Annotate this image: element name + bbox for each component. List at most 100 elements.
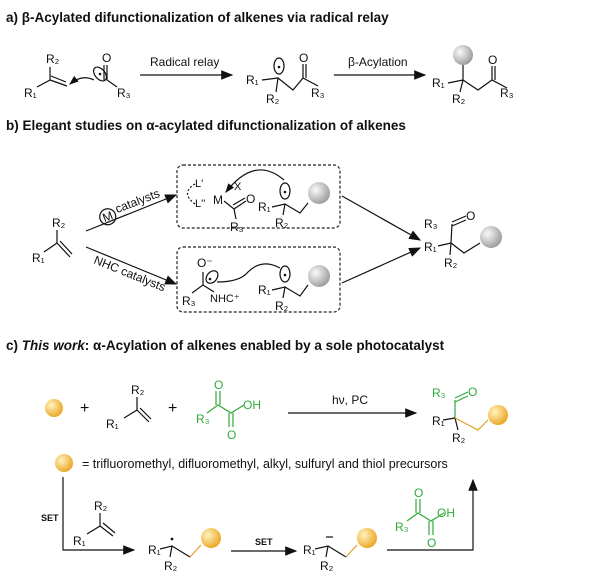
section-a-title: a) β-Acylated difunctionalization of alk… xyxy=(6,10,389,25)
svg-text:R₂: R₂ xyxy=(452,431,466,445)
svg-text:R₃: R₃ xyxy=(395,520,409,534)
svg-text:R₁: R₁ xyxy=(432,414,445,428)
svg-text:NHC⁺: NHC⁺ xyxy=(210,293,240,305)
svg-text:O: O xyxy=(414,486,423,500)
svg-text:+: + xyxy=(80,400,89,417)
keto-acid-2: O OH R₃ O xyxy=(395,486,455,550)
svg-text:R₃: R₃ xyxy=(117,86,131,100)
svg-text:R₁: R₁ xyxy=(24,86,37,100)
gray-sphere-icon xyxy=(308,265,330,287)
gray-sphere-icon xyxy=(453,45,473,65)
alpha-acylated-product-b: R₃ O R₁ R₂ xyxy=(424,209,502,270)
svg-text:catalysts: catalysts xyxy=(113,186,162,216)
svg-text:X: X xyxy=(234,181,242,193)
carbanion-intermediate: R₁ R₂ xyxy=(303,528,377,573)
svg-text:R₁: R₁ xyxy=(73,534,86,548)
metal-circle-icon xyxy=(99,208,117,226)
svg-text:R₂: R₂ xyxy=(320,559,334,573)
svg-text:R₃: R₃ xyxy=(432,386,446,400)
svg-text:O: O xyxy=(488,53,497,67)
nhc-catalysis-arrow xyxy=(85,246,178,285)
metal-catalysts-label: M catalysts xyxy=(99,186,162,226)
nhc-catalysts-label: NHC catalysts xyxy=(92,253,168,294)
svg-text:R₃: R₃ xyxy=(424,217,438,231)
svg-text:O: O xyxy=(468,385,477,399)
alkene-b: R₂ R₁ xyxy=(32,216,73,265)
svg-text:O: O xyxy=(214,378,223,392)
gray-sphere-icon xyxy=(480,226,502,248)
svg-text:O: O xyxy=(466,209,475,223)
svg-text:R₃: R₃ xyxy=(182,294,196,308)
svg-text:R₁: R₁ xyxy=(424,240,437,254)
svg-text:O⁻: O⁻ xyxy=(197,256,213,270)
nhc-intermediate-box xyxy=(176,246,341,313)
set-path-arrow xyxy=(62,477,136,555)
svg-text:R₁: R₁ xyxy=(432,76,445,90)
alpha-acylated-product-c: R₃ O R₁ R₂ xyxy=(432,385,508,445)
yellow-sphere-icon xyxy=(201,528,221,548)
beta-acylation-label: β-Acylation xyxy=(348,55,408,69)
precursor-legend: = trifluoromethyl, difluoromethyl, alkyl… xyxy=(82,457,448,471)
svg-text:R₁: R₁ xyxy=(258,200,271,214)
svg-text:OH: OH xyxy=(437,506,455,520)
svg-text:R₁: R₁ xyxy=(303,543,316,557)
svg-text:SET: SET xyxy=(41,513,59,523)
svg-text:O: O xyxy=(427,536,436,550)
yellow-sphere-icon xyxy=(357,528,377,548)
svg-text:+: + xyxy=(168,400,177,417)
svg-text:O: O xyxy=(299,51,308,65)
svg-text:R₁: R₁ xyxy=(258,283,271,297)
radical-relay-label: Radical relay xyxy=(150,55,219,69)
svg-text:OH: OH xyxy=(243,398,261,412)
svg-text:O: O xyxy=(227,428,236,442)
legend-sphere-icon xyxy=(55,454,73,472)
alkene-a: R₂ R₁ xyxy=(24,52,68,100)
keto-acid: O OH R₃ O xyxy=(196,378,261,442)
section-b-title: b) Elegant studies on α-acylated difunct… xyxy=(6,118,406,133)
svg-text:R₁: R₁ xyxy=(246,73,259,87)
return-to-product-arrow xyxy=(387,478,478,551)
acyl-radical: O R₃ xyxy=(69,51,131,100)
svg-text:R₂: R₂ xyxy=(52,216,66,230)
alkene-c: R₂ R₁ xyxy=(106,383,152,431)
svg-text:M: M xyxy=(101,208,115,225)
upper-to-product-arrow xyxy=(341,195,422,241)
svg-text:R₂: R₂ xyxy=(275,299,289,313)
svg-text:R₂: R₂ xyxy=(444,256,458,270)
svg-text:L'': L'' xyxy=(195,198,205,210)
metal-catalysis-arrow xyxy=(85,194,178,232)
alkyl-radical-intermediate: R₁ R₂ xyxy=(148,528,221,573)
metal-intermediate: L' L'' M X O R₃ R₁ R₂ xyxy=(186,169,330,234)
svg-text:R₂: R₂ xyxy=(46,52,60,66)
svg-text:R₃: R₃ xyxy=(500,86,514,100)
svg-text:R₂: R₂ xyxy=(164,559,178,573)
svg-text:O: O xyxy=(246,192,255,206)
svg-text:R₃: R₃ xyxy=(230,220,244,234)
radical-intermediate-a: R₁ R₂ O R₃ xyxy=(246,51,325,106)
svg-text:R₂: R₂ xyxy=(94,499,108,513)
svg-text:R₂: R₂ xyxy=(275,216,289,230)
gray-sphere-icon xyxy=(308,182,330,204)
metal-intermediate-box xyxy=(176,164,341,229)
photocatalysis-label: hν, PC xyxy=(332,393,368,407)
lower-to-product-arrow xyxy=(341,247,422,284)
svg-text:SET: SET xyxy=(255,537,273,547)
nhc-intermediate: O⁻ R₃ NHC⁺ R₁ R₂ xyxy=(182,256,330,313)
section-c-title: c) This work: α-Acylation of alkenes ena… xyxy=(6,338,445,353)
svg-text:O: O xyxy=(102,51,111,65)
radical-precursor-sphere-icon xyxy=(45,399,63,417)
svg-text:R₂: R₂ xyxy=(131,383,145,397)
svg-text:L': L' xyxy=(195,178,203,190)
svg-text:R₁: R₁ xyxy=(32,251,45,265)
svg-text:R₁: R₁ xyxy=(148,543,161,557)
yellow-sphere-icon xyxy=(488,405,508,425)
alkene-c2: R₂ R₁ xyxy=(73,499,116,548)
svg-text:R₂: R₂ xyxy=(266,92,280,106)
beta-acylated-product: R₁ R₂ O R₃ xyxy=(432,45,514,106)
svg-text:R₁: R₁ xyxy=(106,417,119,431)
svg-text:R₂: R₂ xyxy=(452,92,466,106)
svg-text:M: M xyxy=(213,193,223,207)
svg-text:R₃: R₃ xyxy=(196,412,210,426)
